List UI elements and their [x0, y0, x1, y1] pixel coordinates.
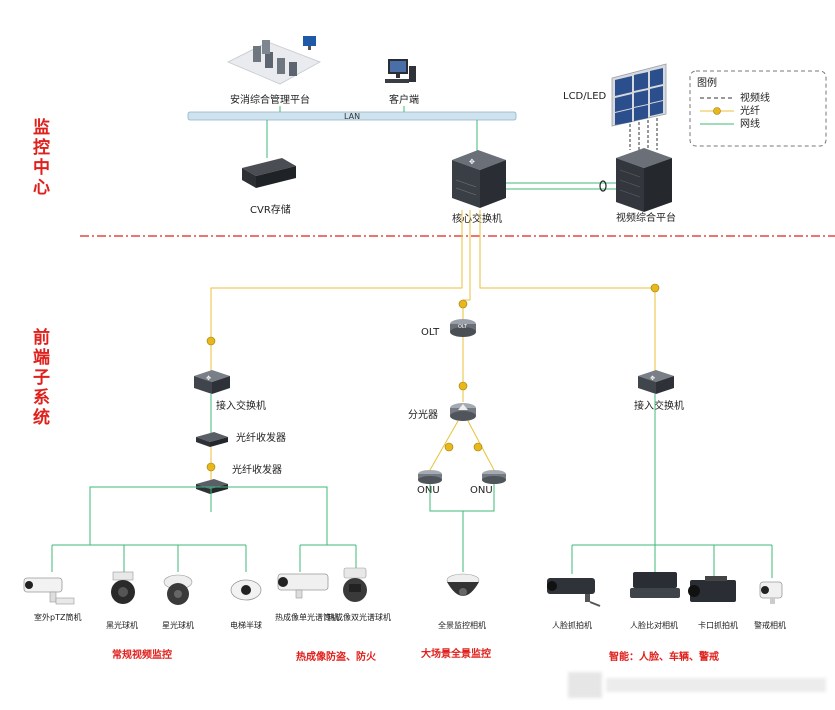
group-label-smart: 智能：人脸、车辆、警戒 [609, 650, 719, 663]
core-switch-label: 核心交换机 [452, 212, 502, 225]
camera-label-6: 热成像双光谱球机 [327, 612, 391, 622]
svg-text:✥: ✥ [469, 158, 475, 166]
section-label-front-end-1: 前 [33, 327, 50, 348]
onu-2-label: ONU [470, 485, 493, 496]
olt-label: OLT [421, 327, 440, 338]
camera-label-3: 星光球机 [162, 620, 194, 630]
elevator-dome-camera-icon [230, 579, 262, 601]
fiber-core-right [479, 210, 656, 378]
section-label-monitor-center-1: 监 [33, 117, 50, 138]
fiber-node-icon [473, 442, 483, 452]
section-label-front-end-3: 子 [33, 368, 50, 388]
starlight-dome-camera-icon [163, 574, 193, 605]
alert-camera-icon [759, 581, 783, 604]
section-label-monitor-center-2: 控 [33, 137, 50, 158]
splitter-label: 分光器 [408, 408, 438, 421]
right-camera-label-3: 卡口抓拍机 [698, 620, 738, 630]
legend-title: 图例 [697, 76, 717, 89]
section-label-monitor-center-3: 中 [33, 157, 50, 178]
face-comparison-camera-icon [630, 572, 680, 598]
group-label-thermal: 热成像防盗、防火 [296, 650, 377, 663]
access-switch-left-label: 接入交换机 [216, 399, 266, 412]
legend-video-line-label: 视频线 [740, 91, 770, 104]
group-label-regular-video: 常规视频监控 [112, 648, 172, 661]
cvr-storage-icon [242, 158, 296, 188]
transceiver-2-label: 光纤收发器 [232, 463, 282, 476]
management-platform-label: 安消综合管理平台 [230, 93, 310, 106]
thermal-dual-dome-camera-icon [343, 567, 367, 602]
right-camera-label-2: 人脸比对相机 [630, 620, 678, 630]
onu-1-label: ONU [417, 485, 440, 496]
section-label-monitor-center-4: 心 [33, 178, 50, 198]
camera-label-2: 黑光球机 [106, 620, 138, 630]
svg-text:OLT: OLT [458, 324, 468, 330]
onu-2-icon [482, 470, 506, 484]
svg-text:✥: ✥ [206, 375, 211, 382]
video-platform-icon [616, 148, 672, 212]
legend-fiber-label: 光纤 [740, 104, 760, 117]
fiber-core-left [210, 210, 463, 378]
access-switch-right-icon: ✥ [638, 370, 674, 394]
lan-label: LAN [344, 112, 360, 121]
onu-bus [429, 484, 495, 512]
core-switch-icon: ✥ [452, 150, 506, 208]
section-label-front-end-4: 系 [33, 388, 50, 408]
fiber-node-icon [458, 381, 468, 391]
fiber-node-icon [444, 442, 454, 452]
thermal-single-bullet-camera-icon [277, 573, 329, 599]
right-camera-label-1: 人脸抓拍机 [552, 620, 592, 630]
legend-box [689, 70, 827, 147]
watermark-logo [568, 672, 826, 698]
fiber-node-icon [206, 336, 216, 346]
access-switch-right-label: 接入交换机 [634, 399, 684, 412]
section-label-front-end-2: 端 [33, 347, 50, 368]
panoramic-camera-icon [446, 573, 480, 596]
splitter-icon [450, 403, 476, 421]
client-label: 客户端 [389, 93, 419, 106]
lan-bus [187, 111, 517, 121]
client-pc-icon [385, 59, 416, 83]
legend-network-label: 网线 [740, 117, 760, 130]
olt-icon: OLT [450, 319, 476, 337]
panoramic-camera-label: 全景监控相机 [438, 620, 486, 630]
access-switch-left-icon: ✥ [194, 370, 230, 394]
cvr-label: CVR存储 [250, 203, 291, 216]
left-upper-bus [89, 486, 328, 545]
video-wall-icon [611, 63, 667, 127]
transceiver-1-label: 光纤收发器 [236, 431, 286, 444]
video-platform-label: 视频综合平台 [616, 211, 676, 224]
camera-label-4: 电梯半球 [230, 620, 262, 630]
outdoor-ptz-bullet-camera-icon [23, 577, 75, 605]
checkpoint-capture-camera-icon [688, 576, 736, 602]
server-cluster-icon [227, 36, 321, 85]
onu-1-icon [418, 470, 442, 484]
fiber-coil-icon [599, 180, 607, 192]
group-label-panoramic: 大场景全景监控 [421, 647, 491, 660]
fiber-node-icon [458, 299, 468, 309]
fiber-node-icon [206, 462, 216, 472]
svg-text:✥: ✥ [650, 375, 655, 382]
face-capture-camera-icon [547, 578, 601, 607]
legend-fiber-node-icon [713, 107, 721, 115]
fiber-splitter-onu1 [429, 420, 459, 471]
right-camera-label-4: 警戒相机 [754, 620, 786, 630]
section-label-front-end-5: 统 [33, 407, 50, 428]
camera-label-5: 热成像单光谱筒机 [275, 612, 339, 622]
fiber-core-olt [462, 210, 471, 320]
fiber-node-icon [650, 283, 660, 293]
display-wall-label: LCD/LED [563, 91, 607, 102]
camera-label-1: 室外pTZ筒机 [34, 612, 81, 622]
dark-light-dome-camera-icon [111, 571, 135, 604]
transceiver-1-icon [196, 432, 228, 447]
